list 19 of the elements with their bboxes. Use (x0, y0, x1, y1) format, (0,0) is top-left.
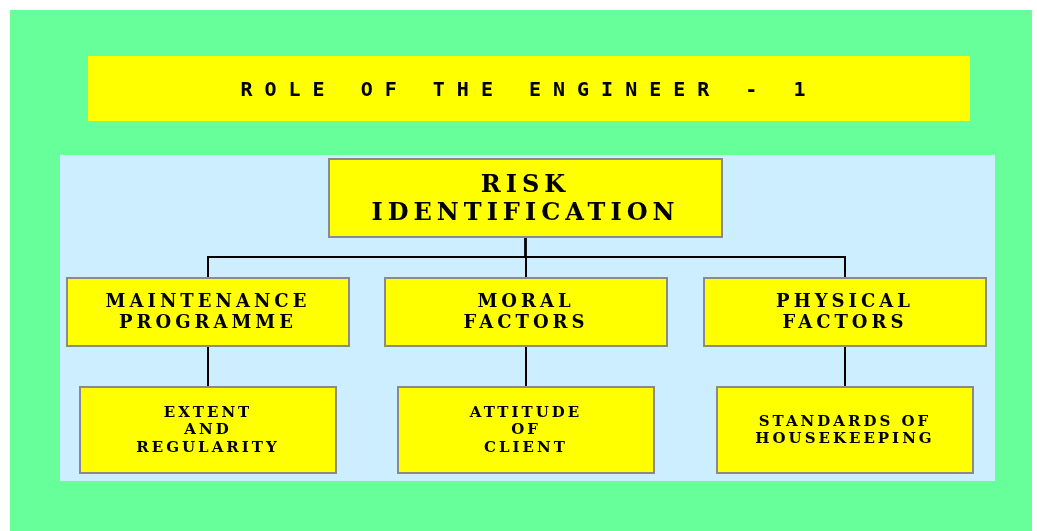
box-label: MORAL FACTORS (463, 291, 589, 333)
process-box (703, 277, 987, 347)
box-label: PHYSICAL FACTORS (776, 291, 914, 333)
connector-line (844, 346, 846, 387)
title: ROLE OF THE ENGINEER - 1 (240, 76, 818, 101)
process-box (716, 386, 974, 474)
process-box (384, 277, 668, 347)
connector-line (207, 346, 209, 387)
process-box (397, 386, 655, 474)
box-label: EXTENT AND REGULARITY (136, 404, 280, 456)
connector-line (525, 346, 527, 387)
process-box (79, 386, 337, 474)
process-box (328, 158, 723, 238)
process-box (66, 277, 350, 347)
box-label: RISK IDENTIFICATION (371, 170, 680, 226)
box-label: STANDARDS OF HOUSEKEEPING (755, 412, 935, 448)
box-label: MAINTENANCE PROGRAMME (105, 291, 311, 333)
box-label: ATTITUDE OF CLIENT (469, 404, 583, 456)
connector-line (524, 237, 846, 278)
